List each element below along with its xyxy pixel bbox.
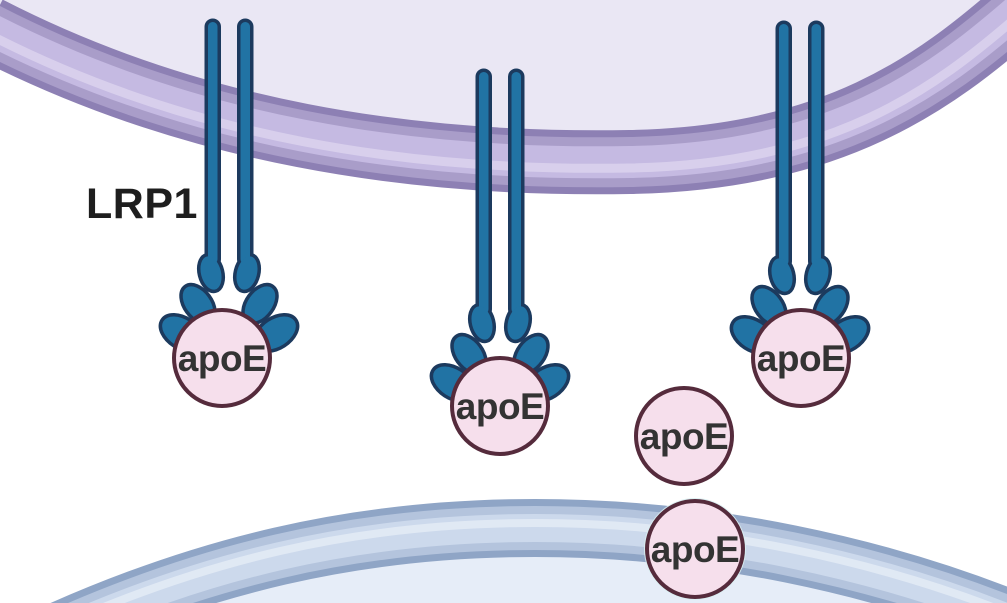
upper-cell <box>0 0 1007 168</box>
apoe-label: apoE <box>651 529 739 570</box>
apoe-circle <box>450 356 550 456</box>
apoe-particle-free-lower: apoE <box>644 498 746 600</box>
apoe-particle-free-upper: apoE <box>634 386 734 486</box>
apoe-circle <box>751 308 851 408</box>
apoe-label: apoE <box>456 386 544 427</box>
apoe-circle <box>172 308 272 408</box>
apoe-label: apoE <box>757 338 845 379</box>
apoe-particle-bound-middle: apoE <box>450 356 550 456</box>
apoe-label: apoE <box>640 416 728 457</box>
lower-cell <box>22 523 1007 603</box>
lrp1-label: LRP1 <box>86 180 198 228</box>
apoe-particle-bound-right: apoE <box>751 308 851 408</box>
apoe-label: apoE <box>178 338 266 379</box>
apoe-circle <box>634 386 734 486</box>
apoe-particle-bound-left: apoE <box>172 308 272 408</box>
apoe-circle <box>645 499 745 599</box>
